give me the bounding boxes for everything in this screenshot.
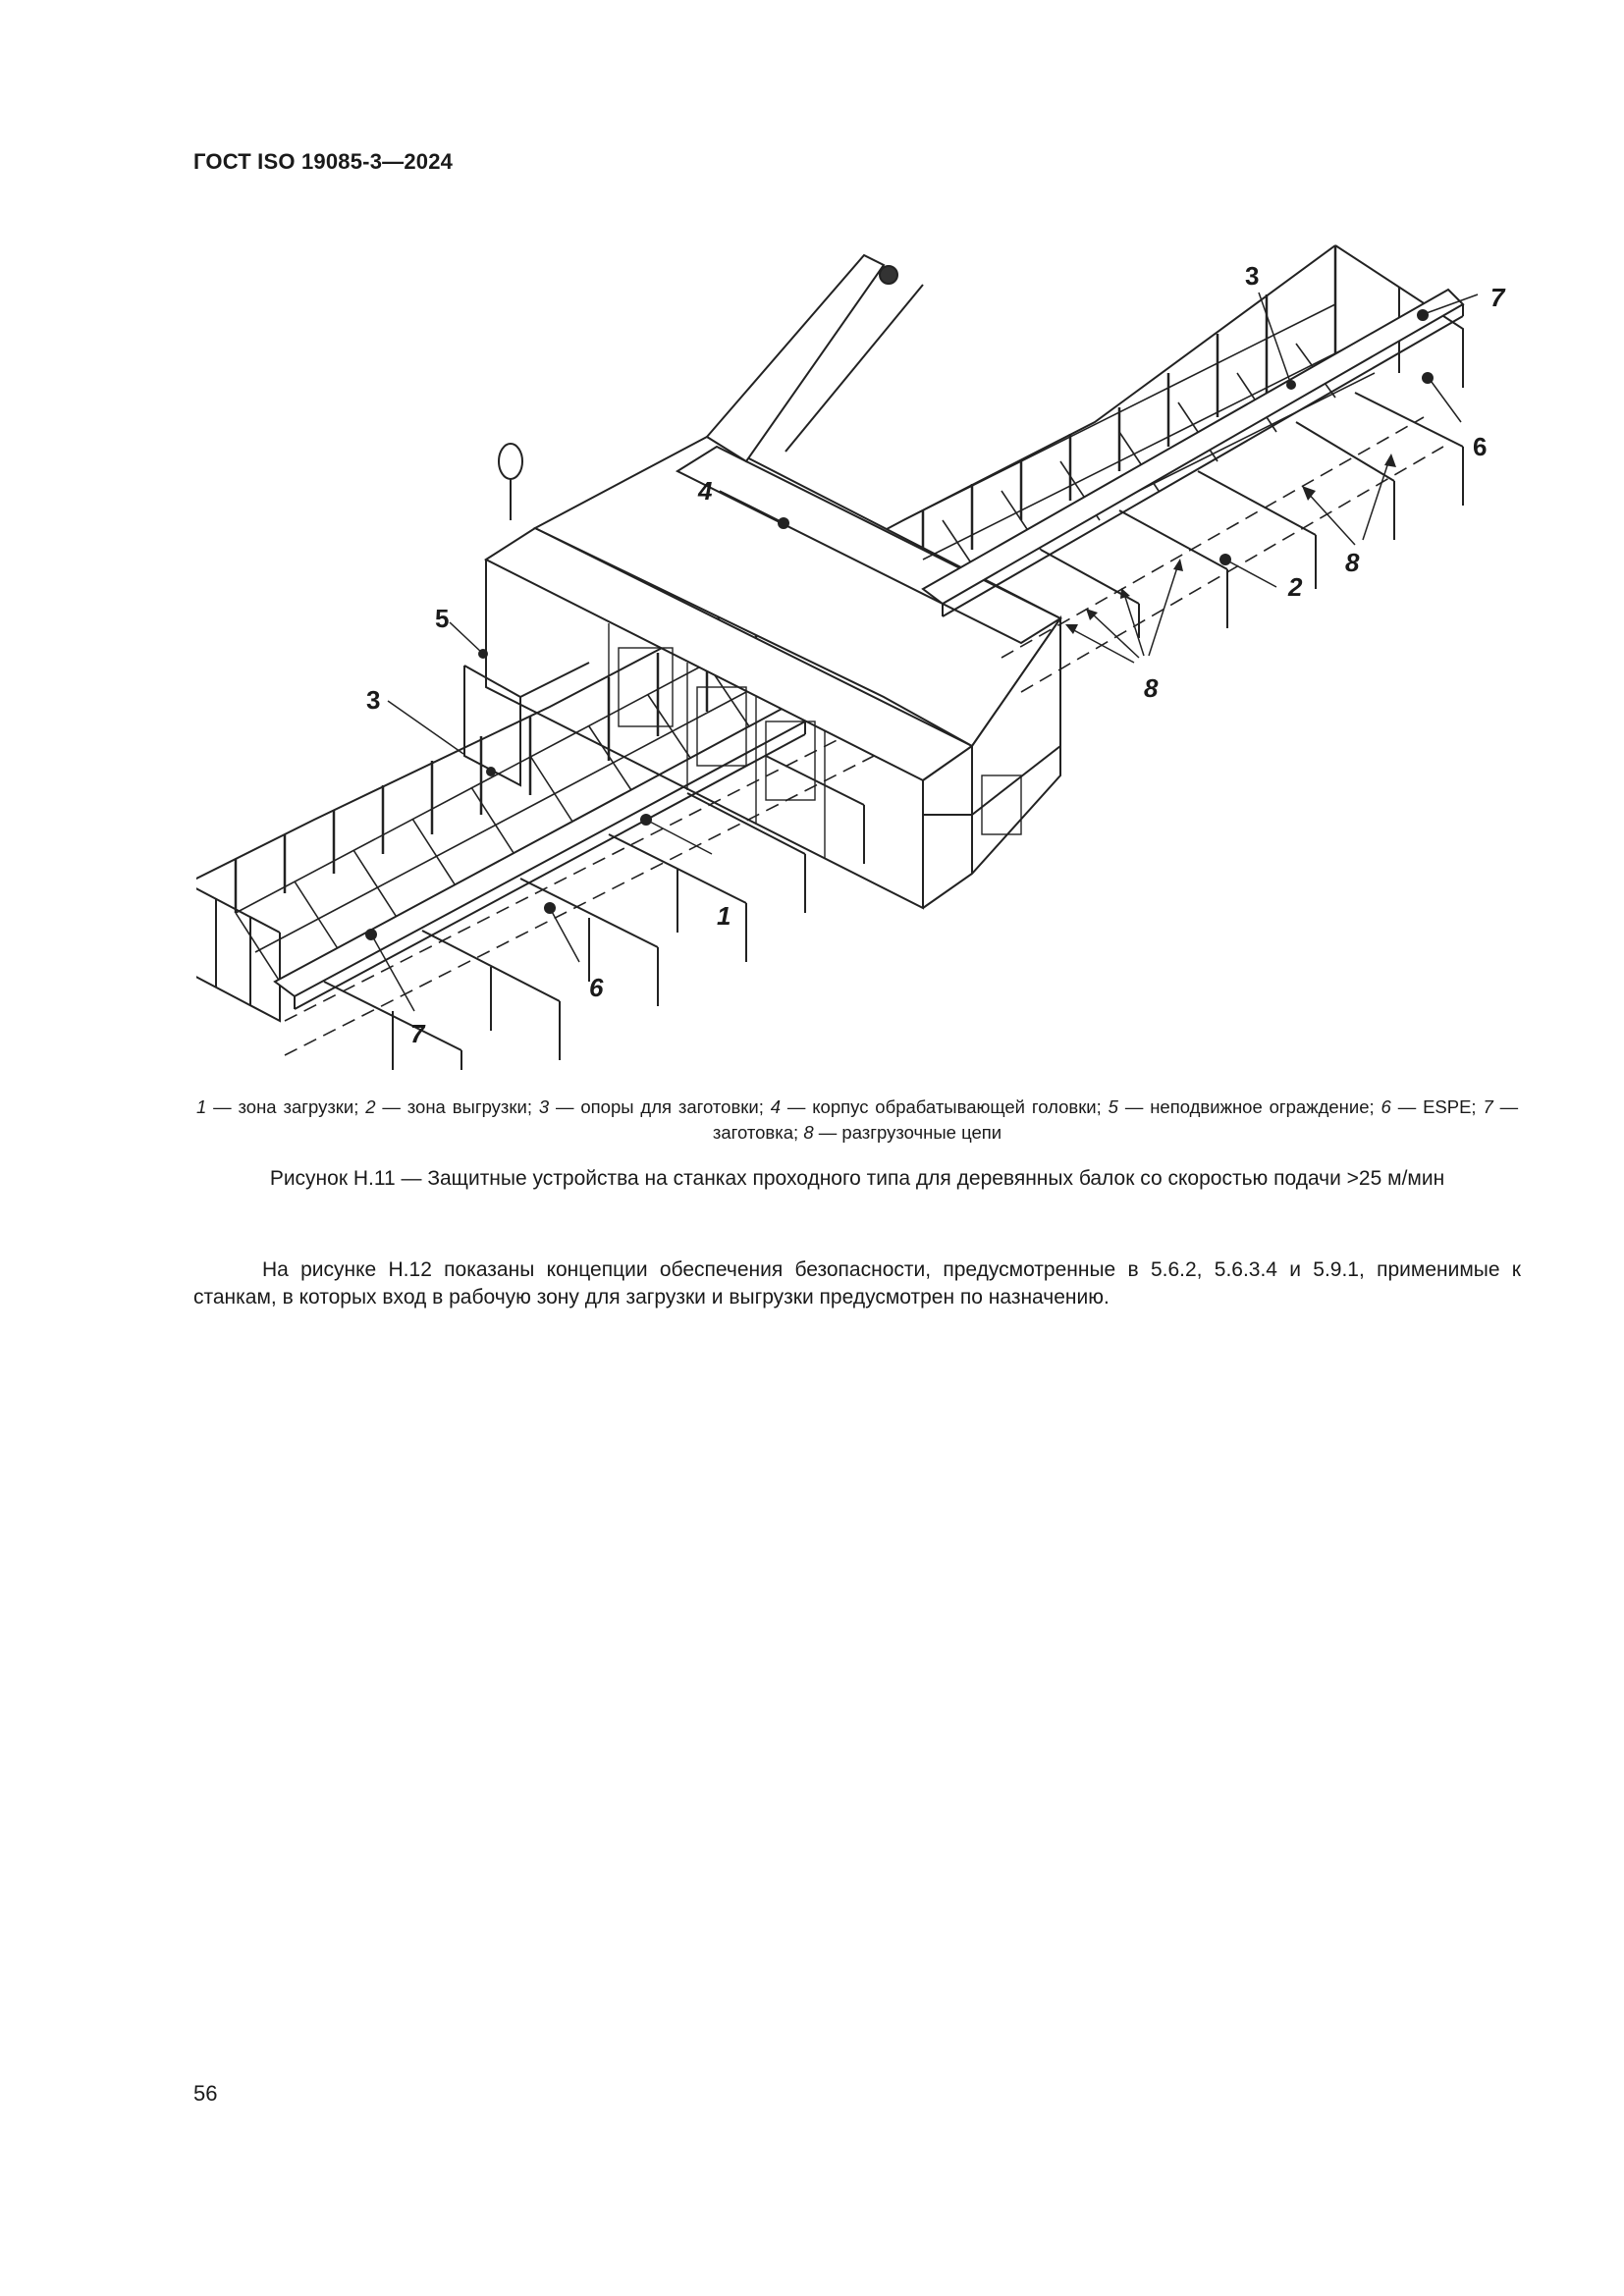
legend-item-1: 1 — зона загрузки; bbox=[196, 1096, 359, 1117]
machine-isometric-drawing bbox=[196, 244, 1479, 1070]
figure-machine-drawing: 1 2 3 3 4 5 6 6 7 7 8 8 bbox=[196, 226, 1532, 1070]
figure-legend: 1 — зона загрузки; 2 — зона выгрузки; 3 … bbox=[196, 1095, 1518, 1146]
document-header: ГОСТ ISO 19085-3—2024 bbox=[193, 149, 454, 174]
callout-7-workpiece-left: 7 bbox=[410, 1019, 425, 1048]
callout-5-fixed-guard: 5 bbox=[435, 604, 450, 633]
callout-1-loading-zone: 1 bbox=[717, 901, 731, 931]
legend-item-5: 5 — неподвижное ограждение; bbox=[1108, 1096, 1375, 1117]
callout-3-workpiece-supports-left: 3 bbox=[366, 685, 381, 715]
callout-6-espe-right: 6 bbox=[1473, 432, 1488, 461]
callout-2-unloading-zone: 2 bbox=[1288, 572, 1303, 602]
legend-item-3: 3 — опоры для заготовки; bbox=[538, 1096, 764, 1117]
figure-caption: Рисунок H.11 — Защитные устройства на ст… bbox=[269, 1167, 1445, 1190]
legend-item-4: 4 — корпус обрабатывающей головки; bbox=[770, 1096, 1102, 1117]
legend-item-6: 6 — ESPE; bbox=[1380, 1096, 1477, 1117]
callout-8-unloading-chains-left: 8 bbox=[1144, 673, 1159, 703]
legend-item-8: 8 — разгрузочные цепи bbox=[803, 1122, 1002, 1143]
callout-6-espe-left: 6 bbox=[589, 973, 604, 1002]
callout-4-head-housing: 4 bbox=[698, 476, 713, 506]
body-paragraph-text: На рисунке H.12 показаны концепции обесп… bbox=[193, 1258, 1521, 1308]
callout-8-unloading-chains-right: 8 bbox=[1345, 548, 1360, 577]
legend-item-7: 7 — заготовка; bbox=[712, 1096, 1519, 1143]
page-number: 56 bbox=[193, 2081, 218, 2106]
callout-3-workpiece-supports-right: 3 bbox=[1245, 261, 1260, 291]
legend-item-2: 2 — зона выгрузки; bbox=[365, 1096, 532, 1117]
body-paragraph: На рисунке H.12 показаны концепции обесп… bbox=[193, 1256, 1521, 1311]
callout-7-workpiece-right: 7 bbox=[1490, 283, 1505, 312]
